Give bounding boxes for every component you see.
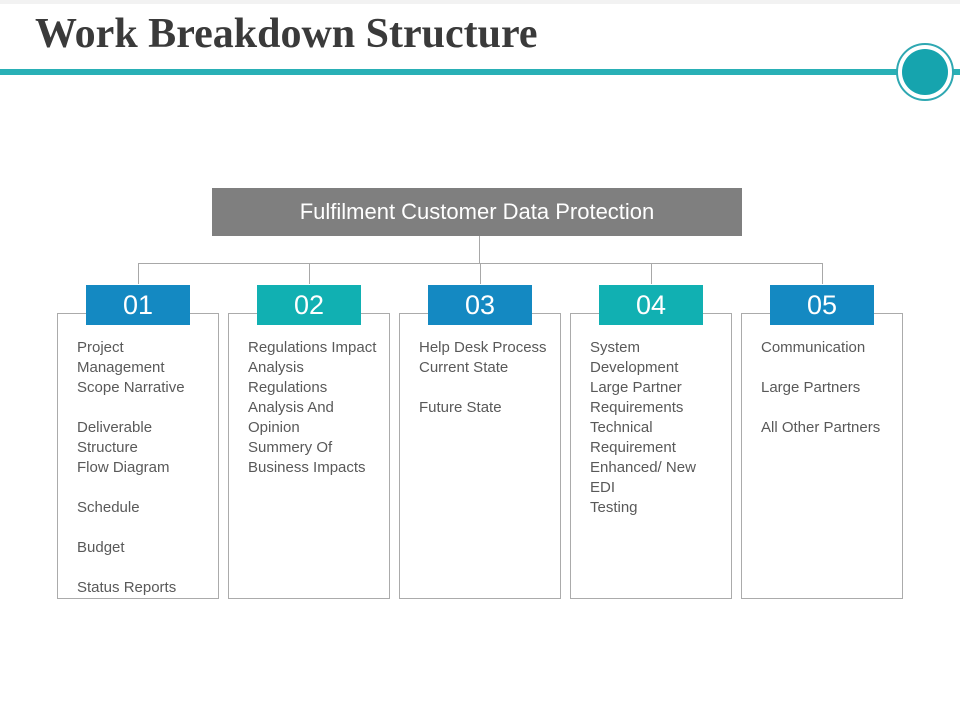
- slide-top-edge: [0, 0, 960, 4]
- wbs-column-04: 04 System Development Large Partner Requ…: [570, 285, 732, 599]
- column-number-badge: 01: [86, 285, 190, 325]
- wbs-column-05: 05 Communication Large Partners All Othe…: [741, 285, 903, 599]
- connector-stub-05: [822, 263, 823, 284]
- column-number-badge: 03: [428, 285, 532, 325]
- wbs-column-01: 01 Project Management Scope Narrative De…: [57, 285, 219, 599]
- wbs-column-03: 03 Help Desk Process Current State Futur…: [399, 285, 561, 599]
- connector-root-stub: [479, 236, 480, 264]
- column-items: Help Desk Process Current State Future S…: [419, 339, 547, 416]
- connector-stub-04: [651, 263, 652, 284]
- column-items: Project Management Scope Narrative Deliv…: [77, 339, 185, 596]
- connector-stub-03: [480, 263, 481, 284]
- column-number-badge: 05: [770, 285, 874, 325]
- accent-circle: [902, 49, 948, 95]
- slide-title: Work Breakdown Structure: [35, 11, 538, 57]
- connector-stub-02: [309, 263, 310, 284]
- column-items: Regulations Impact Analysis Regulations …: [248, 339, 377, 476]
- column-number-badge: 02: [257, 285, 361, 325]
- column-number-badge: 04: [599, 285, 703, 325]
- connector-stub-01: [138, 263, 139, 284]
- column-items: Communication Large Partners All Other P…: [761, 339, 881, 436]
- wbs-column-02: 02 Regulations Impact Analysis Regulatio…: [228, 285, 390, 599]
- column-items: System Development Large Partner Require…: [590, 339, 696, 516]
- root-node: Fulfilment Customer Data Protection: [212, 188, 742, 236]
- accent-rule: [0, 69, 960, 75]
